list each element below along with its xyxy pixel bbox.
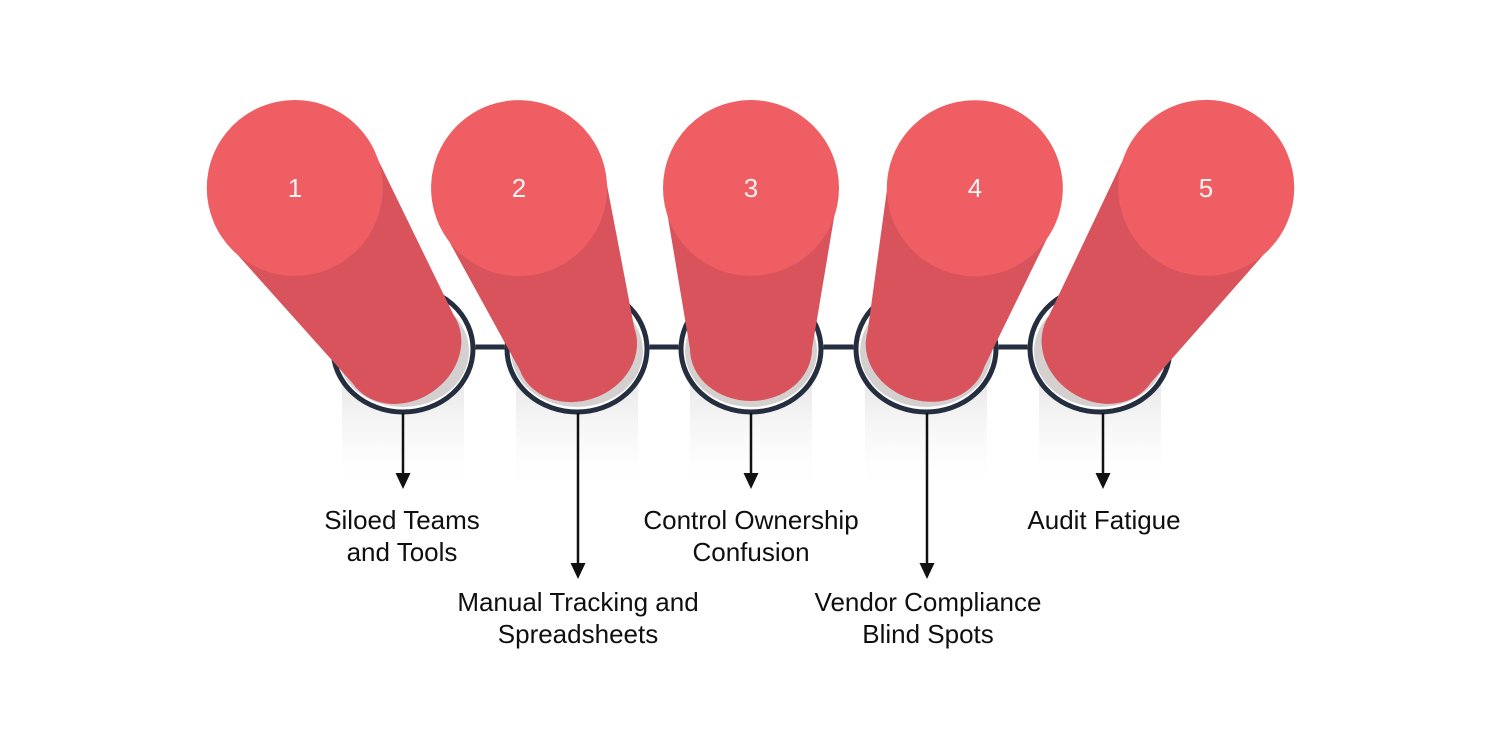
arrows	[395, 413, 1111, 579]
pillar-4-face	[886, 100, 1063, 277]
label-4: Vendor Compliance Blind Spots	[815, 587, 1042, 649]
pillar-number-3: 3	[744, 173, 758, 203]
label-5: Audit Fatigue	[1027, 505, 1180, 535]
arrow-2-head-icon	[570, 563, 586, 579]
labels: Siloed Teams and Tools Manual Tracking a…	[324, 505, 1180, 649]
pillars	[206, 99, 1295, 404]
arrow-3-head-icon	[743, 473, 759, 489]
pillar-1-face	[206, 99, 383, 276]
pillar-number-2: 2	[512, 173, 526, 203]
arrow-1	[395, 413, 411, 489]
label-2: Manual Tracking and Spreadsheets	[457, 587, 698, 649]
pillar-1	[206, 99, 462, 404]
pillar-3-face	[663, 100, 839, 276]
label-4-line-2: Blind Spots	[862, 619, 994, 649]
arrow-4-head-icon	[919, 563, 935, 579]
label-4-line-1: Vendor Compliance	[815, 587, 1042, 617]
label-3-line-2: Confusion	[692, 537, 809, 567]
arrow-4	[919, 413, 935, 579]
label-2-line-1: Manual Tracking and	[457, 587, 698, 617]
label-1-line-2: and Tools	[347, 537, 458, 567]
label-5-line-1: Audit Fatigue	[1027, 505, 1180, 535]
pillar-number-4: 4	[968, 173, 982, 203]
pillar-number-5: 5	[1199, 173, 1213, 203]
pillar-4	[865, 100, 1063, 402]
pillar-number-1: 1	[288, 173, 302, 203]
pillar-3	[663, 100, 839, 401]
arrow-3	[743, 413, 759, 489]
label-3: Control Ownership Confusion	[643, 505, 858, 567]
label-1-line-1: Siloed Teams	[324, 505, 480, 535]
label-2-line-2: Spreadsheets	[498, 619, 658, 649]
pillar-2	[431, 100, 638, 403]
label-1: Siloed Teams and Tools	[324, 505, 480, 567]
arrow-5-head-icon	[1095, 473, 1111, 489]
arrow-5	[1095, 413, 1111, 489]
label-3-line-1: Control Ownership	[643, 505, 858, 535]
pillar-5-face	[1118, 99, 1295, 276]
arrow-1-head-icon	[395, 473, 411, 489]
arrow-2	[570, 413, 586, 579]
pillar-5	[1041, 99, 1295, 404]
pillar-numbers: 1 2 3 4 5	[288, 173, 1213, 203]
pillar-2-face	[431, 100, 608, 277]
